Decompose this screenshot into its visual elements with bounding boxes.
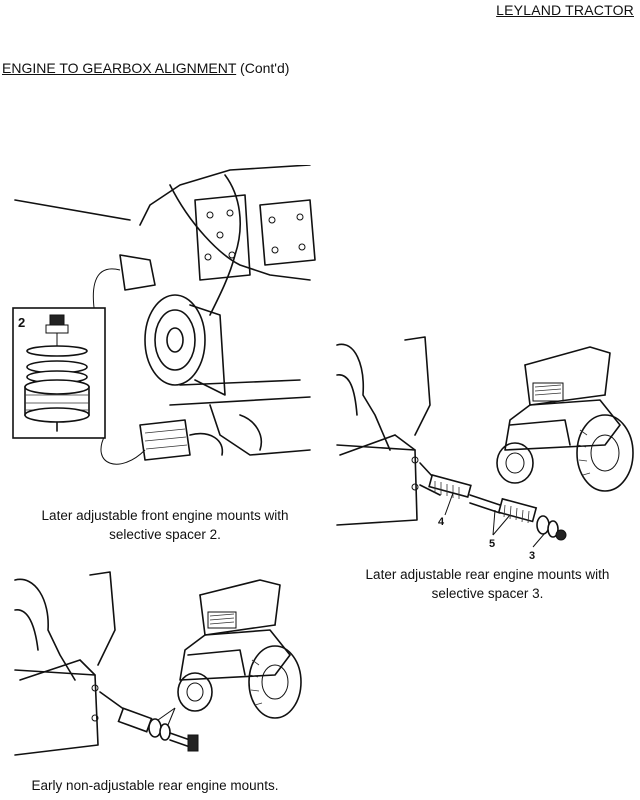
- rear-adjustable-caption-line2: selective spacer 3.: [431, 586, 544, 601]
- document-header: LEYLAND TRACTOR: [496, 2, 634, 18]
- front-mount-caption: Later adjustable front engine mounts wit…: [10, 506, 320, 544]
- rear-callout-3: 3: [529, 550, 535, 562]
- section-title: ENGINE TO GEARBOX ALIGNMENT (Cont'd): [2, 60, 289, 76]
- rear-early-caption: Early non-adjustable rear engine mounts.: [31, 778, 279, 793]
- section-title-suffix: (Cont'd): [236, 60, 290, 76]
- front-mount-callout: 2: [18, 315, 25, 330]
- rear-adjustable-caption-line1: Later adjustable rear engine mounts with: [365, 567, 610, 582]
- rear-callout-4: 4: [438, 516, 445, 528]
- rear-adjustable-caption: Later adjustable rear engine mounts with…: [335, 565, 640, 603]
- front-mount-caption-line1: Later adjustable front engine mounts wit…: [41, 508, 289, 523]
- front-engine-mount-illustration: 2: [12, 165, 316, 465]
- rear-early-mount-illustration: [14, 571, 302, 756]
- front-mount-caption-line2: selective spacer 2.: [109, 527, 221, 542]
- section-title-text: ENGINE TO GEARBOX ALIGNMENT: [2, 60, 237, 76]
- rear-adjustable-mount-illustration: 4 5 3: [336, 336, 634, 562]
- rear-callout-5: 5: [489, 538, 495, 550]
